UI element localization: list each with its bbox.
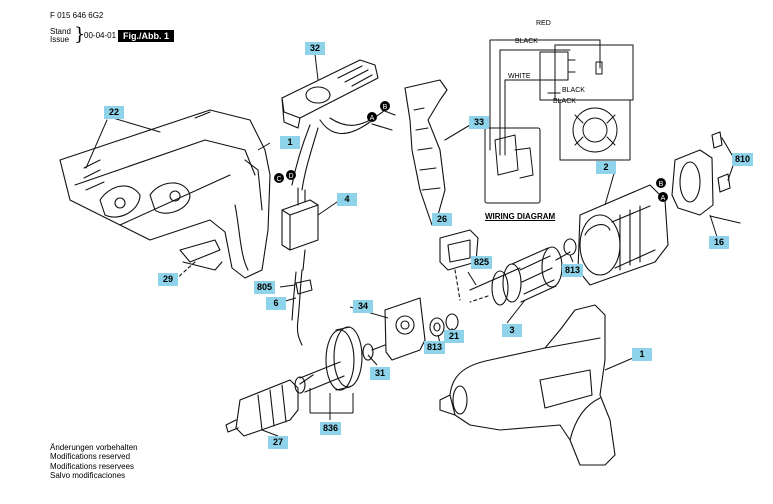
connector-markers: A B C D B A [274, 101, 668, 202]
callout-26: 26 [432, 213, 452, 226]
note-es: Salvo modificaciones [50, 471, 126, 481]
brush-plate [671, 131, 741, 224]
note-fr: Modifications reservees [50, 461, 135, 471]
connector-b-upper: B [380, 101, 390, 111]
stand-label: Stand [50, 27, 71, 36]
gear-plate [384, 297, 426, 361]
callout-813-lower: 813 [424, 341, 446, 354]
modification-notes: Änderungen vorbehalten Modifications res… [50, 443, 138, 481]
connector-a-upper: A [367, 112, 377, 122]
connector-a-lower: A [658, 192, 668, 202]
callout-29: 29 [158, 273, 178, 286]
callout-34: 34 [353, 300, 373, 313]
brace-glyph: } [74, 24, 86, 45]
wiring-diagram-title: WIRING DIAGRAM [485, 212, 556, 221]
callout-22: 22 [104, 106, 124, 119]
callout-805: 805 [254, 281, 276, 294]
callout-3-label: 3 [502, 324, 522, 337]
callout-31: 31 [370, 367, 390, 380]
callout-27: 27 [268, 436, 288, 449]
stand-issue-label: Stand Issue [50, 28, 71, 44]
wire-label-black-2: BLACK [562, 87, 585, 94]
assembled-drill [439, 304, 616, 466]
drill-chuck [225, 374, 314, 437]
connector-d: D [286, 170, 296, 180]
callout-1-upper: 1 [280, 136, 300, 149]
connector-c: C [274, 173, 284, 183]
callout-4: 4 [337, 193, 357, 206]
wire-label-white: WHITE [508, 73, 531, 80]
svg-text:B: B [383, 104, 388, 111]
svg-text:A: A [370, 115, 375, 122]
switch-module [281, 59, 396, 191]
wire-label-black-3: BLACK [553, 98, 576, 105]
callout-3-text: 3 [509, 325, 515, 335]
callout-2: 2 [596, 161, 616, 174]
svg-text:A: A [661, 195, 666, 202]
svg-text:B: B [659, 181, 664, 188]
capacitor-part [281, 187, 319, 251]
armature [469, 238, 577, 306]
figure-label: Fig./Abb. 1 [118, 30, 174, 42]
issue-label: Issue [50, 35, 70, 44]
callout-810: 810 [732, 153, 754, 166]
note-de: Änderungen vorbehalten [50, 443, 138, 452]
callout-825: 825 [471, 256, 493, 269]
gear-spindle [294, 326, 386, 394]
screws [83, 111, 211, 191]
callout-6: 6 [266, 297, 286, 310]
callout-836: 836 [320, 422, 342, 435]
power-cable [291, 249, 313, 346]
callout-32: 32 [305, 42, 325, 55]
callout-33: 33 [469, 116, 489, 129]
handle-cover [404, 79, 471, 226]
svg-text:D: D [288, 173, 293, 180]
callout-813-upper: 813 [562, 264, 584, 277]
callout-16: 16 [709, 236, 729, 249]
callout-21: 21 [444, 330, 464, 343]
wiring-diagram [484, 39, 634, 204]
wire-label-red: RED [536, 20, 551, 27]
field-stator [577, 184, 669, 286]
housing-half-left [59, 109, 271, 279]
connector-b-lower: B [656, 178, 666, 188]
callout-1-lower: 1 [632, 348, 652, 361]
wire-label-black-1: BLACK [515, 38, 538, 45]
svg-text:C: C [276, 176, 281, 183]
document-id: F 015 646 6G2 [50, 11, 104, 20]
trigger-lock [174, 239, 223, 281]
leader-lines [257, 53, 719, 437]
issue-date: 00-04-01 [84, 31, 117, 40]
note-en: Modifications reserved [50, 452, 131, 462]
